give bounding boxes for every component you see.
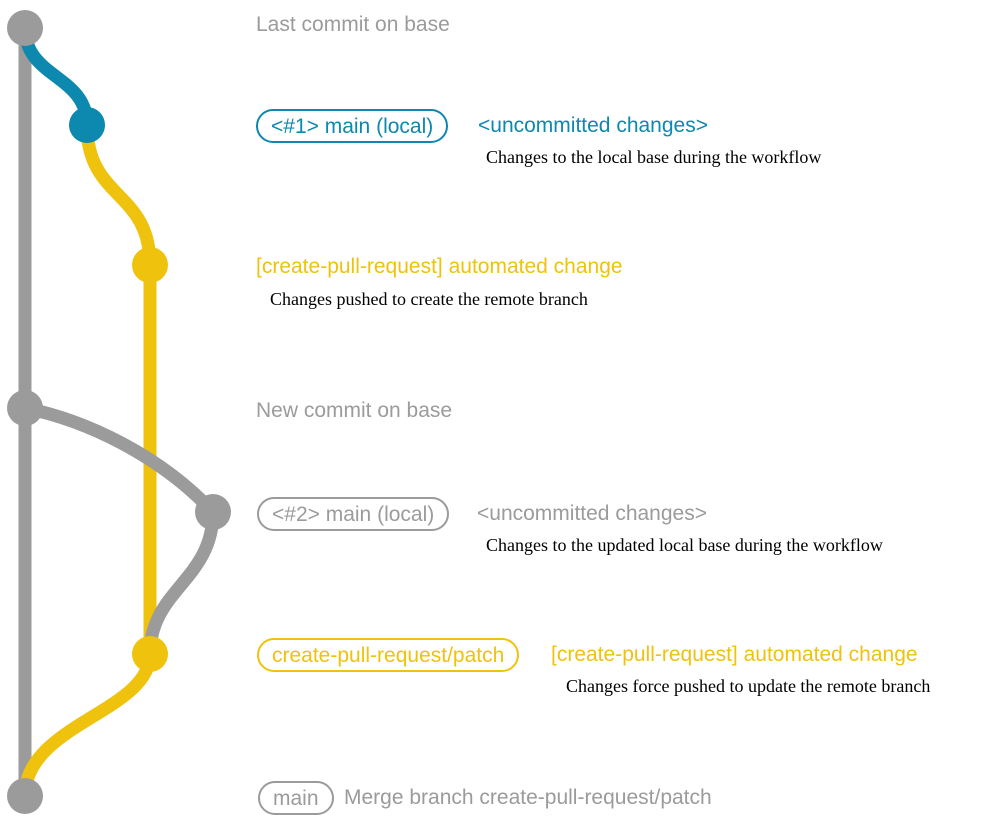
commit-subject-last-commit-on-base: Last commit on base	[256, 13, 450, 36]
commit-subject-uncommitted-changes-2: <uncommitted changes>	[477, 502, 707, 525]
commit-subject-remote-commit-1: [create-pull-request] automated change	[256, 255, 623, 278]
branch-badge-main[interactable]: main	[258, 781, 334, 815]
commit-node-base-new	[7, 390, 43, 426]
commit-node-merge	[7, 778, 43, 814]
commit-subject-new-commit-on-base: New commit on base	[256, 399, 453, 422]
commit-detail-local-change-1: Changes to the local base during the wor…	[486, 147, 822, 167]
commit-node-base-head	[7, 10, 43, 46]
commit-node-remote-1	[132, 247, 168, 283]
commit-subject-merge-commit: Merge branch create-pull-request/patch	[344, 786, 712, 809]
merge-line	[18, 647, 157, 803]
commit-detail-remote-commit-1: Changes pushed to create the remote bran…	[270, 289, 588, 309]
local-to-remote-line	[143, 505, 220, 661]
commit-node-remote-2	[132, 636, 168, 672]
remote-branch-create-line	[80, 118, 157, 272]
commit-detail-local-change-2: Changes to the updated local base during…	[486, 535, 883, 555]
commit-subject-remote-commit-2: [create-pull-request] automated change	[551, 643, 918, 666]
branch-badge-main-local-2[interactable]: <#2> main (local)	[257, 497, 450, 531]
branch-badge-main-local-1[interactable]: <#1> main (local)	[256, 109, 449, 143]
commit-detail-remote-commit-2: Changes force pushed to update the remot…	[566, 676, 931, 696]
local-branch-2-line	[18, 401, 220, 519]
commit-subject-uncommitted-changes-1: <uncommitted changes>	[478, 114, 708, 137]
commit-node-local-2	[195, 494, 231, 530]
branch-badge-create-pull-request-patch[interactable]: create-pull-request/patch	[257, 638, 520, 672]
commit-node-local-1	[69, 107, 105, 143]
